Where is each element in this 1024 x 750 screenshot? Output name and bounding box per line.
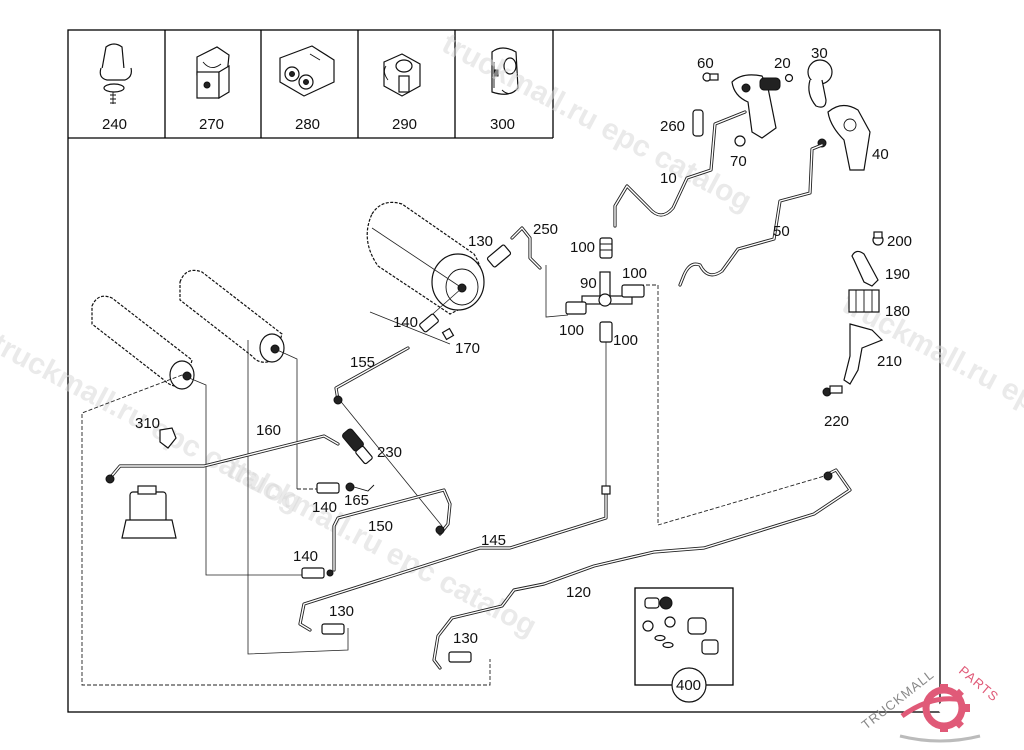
callout-140-lower: 140 <box>293 548 318 565</box>
callout-250: 250 <box>533 221 558 238</box>
fitting-140-mid[interactable] <box>316 482 340 494</box>
callout-60: 60 <box>697 55 714 72</box>
callout-400: 400 <box>676 677 701 694</box>
pipe-145[interactable] <box>298 485 611 632</box>
repair-kit-400-box[interactable] <box>634 587 734 703</box>
valve-bracket-assembly[interactable] <box>731 74 781 139</box>
callout-90: 90 <box>580 275 597 292</box>
union-100-left[interactable] <box>565 301 587 315</box>
callout-260: 260 <box>660 118 685 135</box>
callout-20: 20 <box>774 55 791 72</box>
legend-strip: 240 270 280 290 <box>68 30 554 139</box>
callout-50: 50 <box>773 223 790 240</box>
truckmall-parts-logo[interactable]: TRUCKMALL PARTS <box>859 663 1002 743</box>
leader-lines <box>81 227 829 686</box>
pipe-120[interactable] <box>432 468 852 670</box>
plug-170[interactable] <box>441 327 455 341</box>
part-190-strap[interactable] <box>851 250 879 287</box>
part-310-clip[interactable] <box>159 427 177 449</box>
legend-label-300: 300 <box>490 116 515 133</box>
pipe-150[interactable] <box>332 488 452 572</box>
callout-160: 160 <box>256 422 281 439</box>
union-100-top[interactable] <box>599 237 613 259</box>
fitting-130-lower-right[interactable] <box>448 651 472 663</box>
part-220-screw[interactable] <box>822 385 843 397</box>
pipe-10[interactable] <box>613 110 747 228</box>
callout-130-reservoir: 130 <box>468 233 493 250</box>
callout-100-right: 100 <box>622 265 647 282</box>
watermark-text: truckmall.ru epc catalog <box>837 287 1024 478</box>
callout-140-reservoir: 140 <box>393 314 418 331</box>
callout-130-lower-right: 130 <box>453 630 478 647</box>
cross-fitting-90[interactable] <box>581 271 633 307</box>
callout-100-top: 100 <box>570 239 595 256</box>
pipe-165[interactable] <box>345 482 375 492</box>
callout-180: 180 <box>885 303 910 320</box>
part-40-bracket-plate[interactable] <box>817 104 871 171</box>
fitting-140-reservoir[interactable] <box>419 313 439 333</box>
callout-155: 155 <box>350 354 375 371</box>
callout-165: 165 <box>344 492 369 509</box>
gear-icon <box>922 684 970 732</box>
callout-120: 120 <box>566 584 591 601</box>
callout-220: 220 <box>824 413 849 430</box>
part-20-washer[interactable] <box>784 73 794 83</box>
air-reservoir-large[interactable] <box>366 201 485 315</box>
bracket-clamp-icon[interactable] <box>196 46 230 100</box>
holder-clip-icon[interactable] <box>491 47 519 95</box>
part-200-bolt[interactable] <box>872 231 884 246</box>
part-180-connector[interactable] <box>848 289 880 313</box>
callout-100-left: 100 <box>559 322 584 339</box>
clip-with-screw-icon[interactable] <box>99 43 132 104</box>
callout-70: 70 <box>730 153 747 170</box>
diagram-frame <box>67 29 941 713</box>
pipe-holder-icon[interactable] <box>383 53 421 97</box>
callout-150: 150 <box>368 518 393 535</box>
callout-190: 190 <box>885 266 910 283</box>
pipe-155[interactable] <box>333 346 410 405</box>
legend-label-280: 280 <box>295 116 320 133</box>
valve-unit-lower-left[interactable] <box>121 485 177 539</box>
union-100-right[interactable] <box>621 284 645 298</box>
callout-170: 170 <box>455 340 480 357</box>
callout-100-bottom: 100 <box>613 332 638 349</box>
air-reservoir-medium[interactable] <box>179 269 285 363</box>
callout-210: 210 <box>877 353 902 370</box>
fitting-130-lower-left[interactable] <box>321 623 345 635</box>
part-70-nut[interactable] <box>734 135 746 147</box>
valve-230[interactable] <box>341 428 373 465</box>
legend-label-240: 240 <box>102 116 127 133</box>
part-210-mount-bracket[interactable] <box>843 323 884 385</box>
callout-30: 30 <box>811 45 828 62</box>
union-100-bottom[interactable] <box>599 321 613 343</box>
callout-200: 200 <box>887 233 912 250</box>
pipe-160[interactable] <box>105 434 340 484</box>
callout-labels: 60 20 30 260 70 40 10 50 250 130 100 90 … <box>135 45 912 694</box>
fitting-140-lower[interactable] <box>301 567 334 579</box>
pipe-250[interactable] <box>510 226 542 270</box>
callout-140-mid: 140 <box>312 499 337 516</box>
callout-40: 40 <box>872 146 889 163</box>
callout-310: 310 <box>135 415 160 432</box>
part-260-spacer[interactable] <box>692 109 704 137</box>
callout-145: 145 <box>481 532 506 549</box>
legend-label-270: 270 <box>199 116 224 133</box>
air-reservoir-small[interactable] <box>91 295 195 390</box>
callout-10: 10 <box>660 170 677 187</box>
part-30-cover[interactable] <box>807 59 833 108</box>
pipe-50[interactable] <box>678 143 824 287</box>
callout-130-lower-left: 130 <box>329 603 354 620</box>
fitting-130-reservoir[interactable] <box>486 244 512 268</box>
legend-label-290: 290 <box>392 116 417 133</box>
callout-230: 230 <box>377 444 402 461</box>
double-pipe-clamp-icon[interactable] <box>279 45 335 97</box>
part-60-bolt[interactable] <box>702 72 719 82</box>
